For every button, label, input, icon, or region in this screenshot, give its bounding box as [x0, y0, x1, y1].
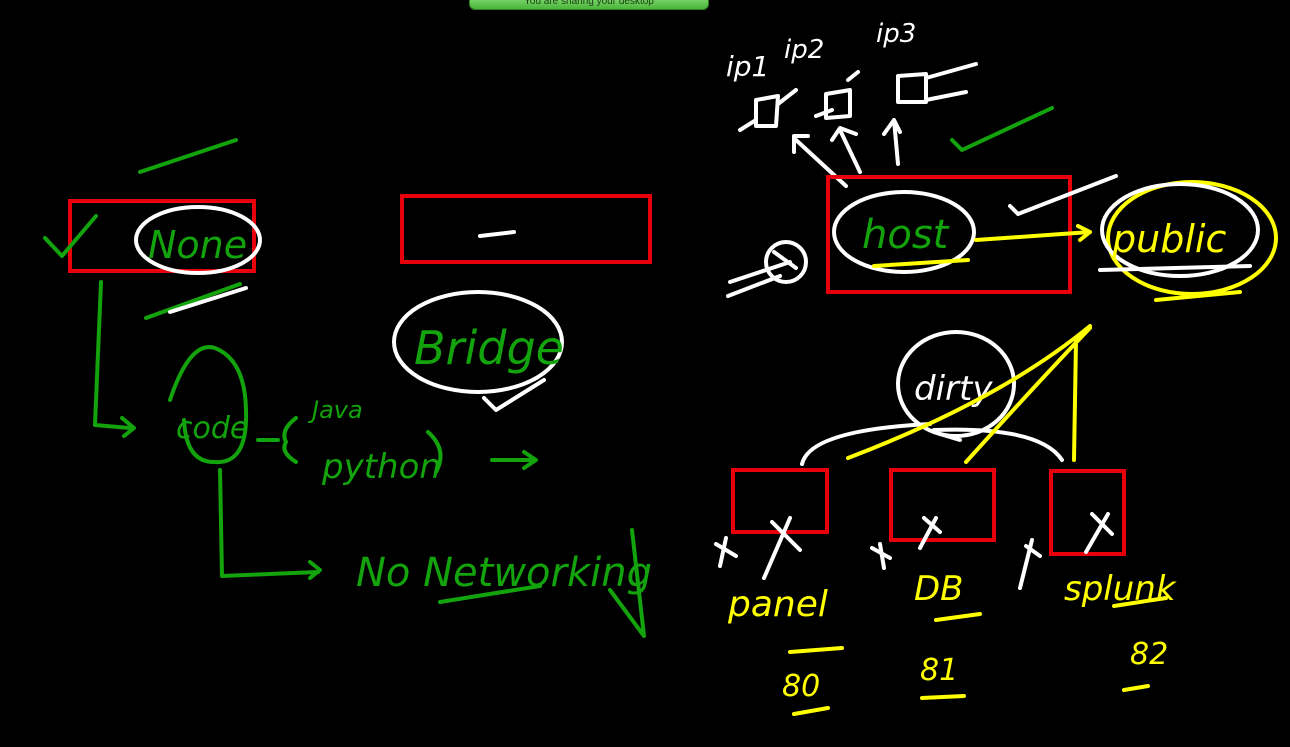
screen-sharing-banner[interactable]: You are sharing your desktop: [469, 0, 709, 10]
bridge-box: [400, 194, 652, 264]
yellow-arrow-public: [974, 224, 1092, 242]
public-underlines: [1098, 264, 1252, 272]
network-symbol: [764, 240, 808, 284]
code-label: code: [176, 411, 248, 446]
splunk-label: splunk: [1064, 569, 1177, 609]
port-panel-underline: [792, 706, 830, 716]
panel-box: [731, 468, 829, 534]
port-panel: 80: [782, 669, 820, 704]
dirty-circle: [896, 330, 1016, 438]
green-arrow-no-networking: [218, 468, 322, 580]
green-checkmark-left: [43, 214, 98, 258]
green-underline-networking: [438, 584, 542, 604]
splunk-box: [1049, 469, 1126, 556]
dirty-label: dirty: [914, 369, 993, 409]
white-check-bridge: [482, 378, 546, 412]
arrow-ip3: [882, 118, 902, 166]
x-marks: [714, 512, 1114, 590]
public-yellow-underline: [1154, 290, 1242, 302]
bridge-label: Bridge: [414, 321, 564, 375]
yellow-links: [846, 324, 1092, 464]
public-label: public: [1111, 217, 1226, 261]
port-db-underline: [920, 694, 966, 700]
white-underline-none: [168, 286, 248, 314]
network-symbol-lines: [726, 250, 798, 298]
port-splunk-underline: [1122, 684, 1150, 692]
host-circle: [832, 190, 976, 274]
db-label: DB: [914, 569, 964, 609]
python-label: python: [321, 447, 441, 487]
port-db: 81: [920, 653, 958, 688]
white-check-host: [1008, 174, 1118, 216]
ip2-label: ip2: [784, 35, 824, 65]
green-arrow-python: [490, 450, 538, 470]
container-ip1: [738, 88, 798, 132]
brace-right: [426, 430, 443, 474]
none-box: [68, 199, 256, 273]
host-label: host: [862, 212, 950, 258]
none-label: None: [148, 223, 247, 267]
ip3-label: ip3: [876, 19, 916, 49]
ip1-label: ip1: [726, 50, 769, 83]
green-arrow-to-code: [93, 280, 136, 438]
container-ip2: [814, 70, 860, 120]
none-circle: [134, 205, 262, 275]
no-networking-label: No Networking: [356, 550, 652, 596]
bridge-dash: [478, 230, 516, 238]
panel-label: panel: [727, 584, 828, 625]
code-oval: [168, 345, 249, 465]
container-ip3: [896, 62, 978, 104]
yellow-underline-host: [872, 258, 970, 268]
public-white-circle: [1100, 182, 1260, 278]
bridge-circle: [392, 290, 564, 394]
dirty-branches: [800, 422, 1064, 466]
green-check-ip: [950, 106, 1054, 152]
splunk-underline: [1112, 596, 1168, 608]
db-underline: [934, 612, 982, 622]
port-splunk: 82: [1130, 637, 1168, 672]
db-box: [889, 468, 996, 542]
green-underline-top: [138, 138, 238, 174]
panel-underline: [788, 646, 844, 654]
public-yellow-circle: [1106, 180, 1278, 296]
green-pointer: [608, 528, 646, 638]
green-underline-none: [144, 282, 242, 320]
brace-left: [256, 416, 298, 464]
arrow-ip2: [830, 126, 862, 174]
java-label: Java: [308, 396, 363, 424]
